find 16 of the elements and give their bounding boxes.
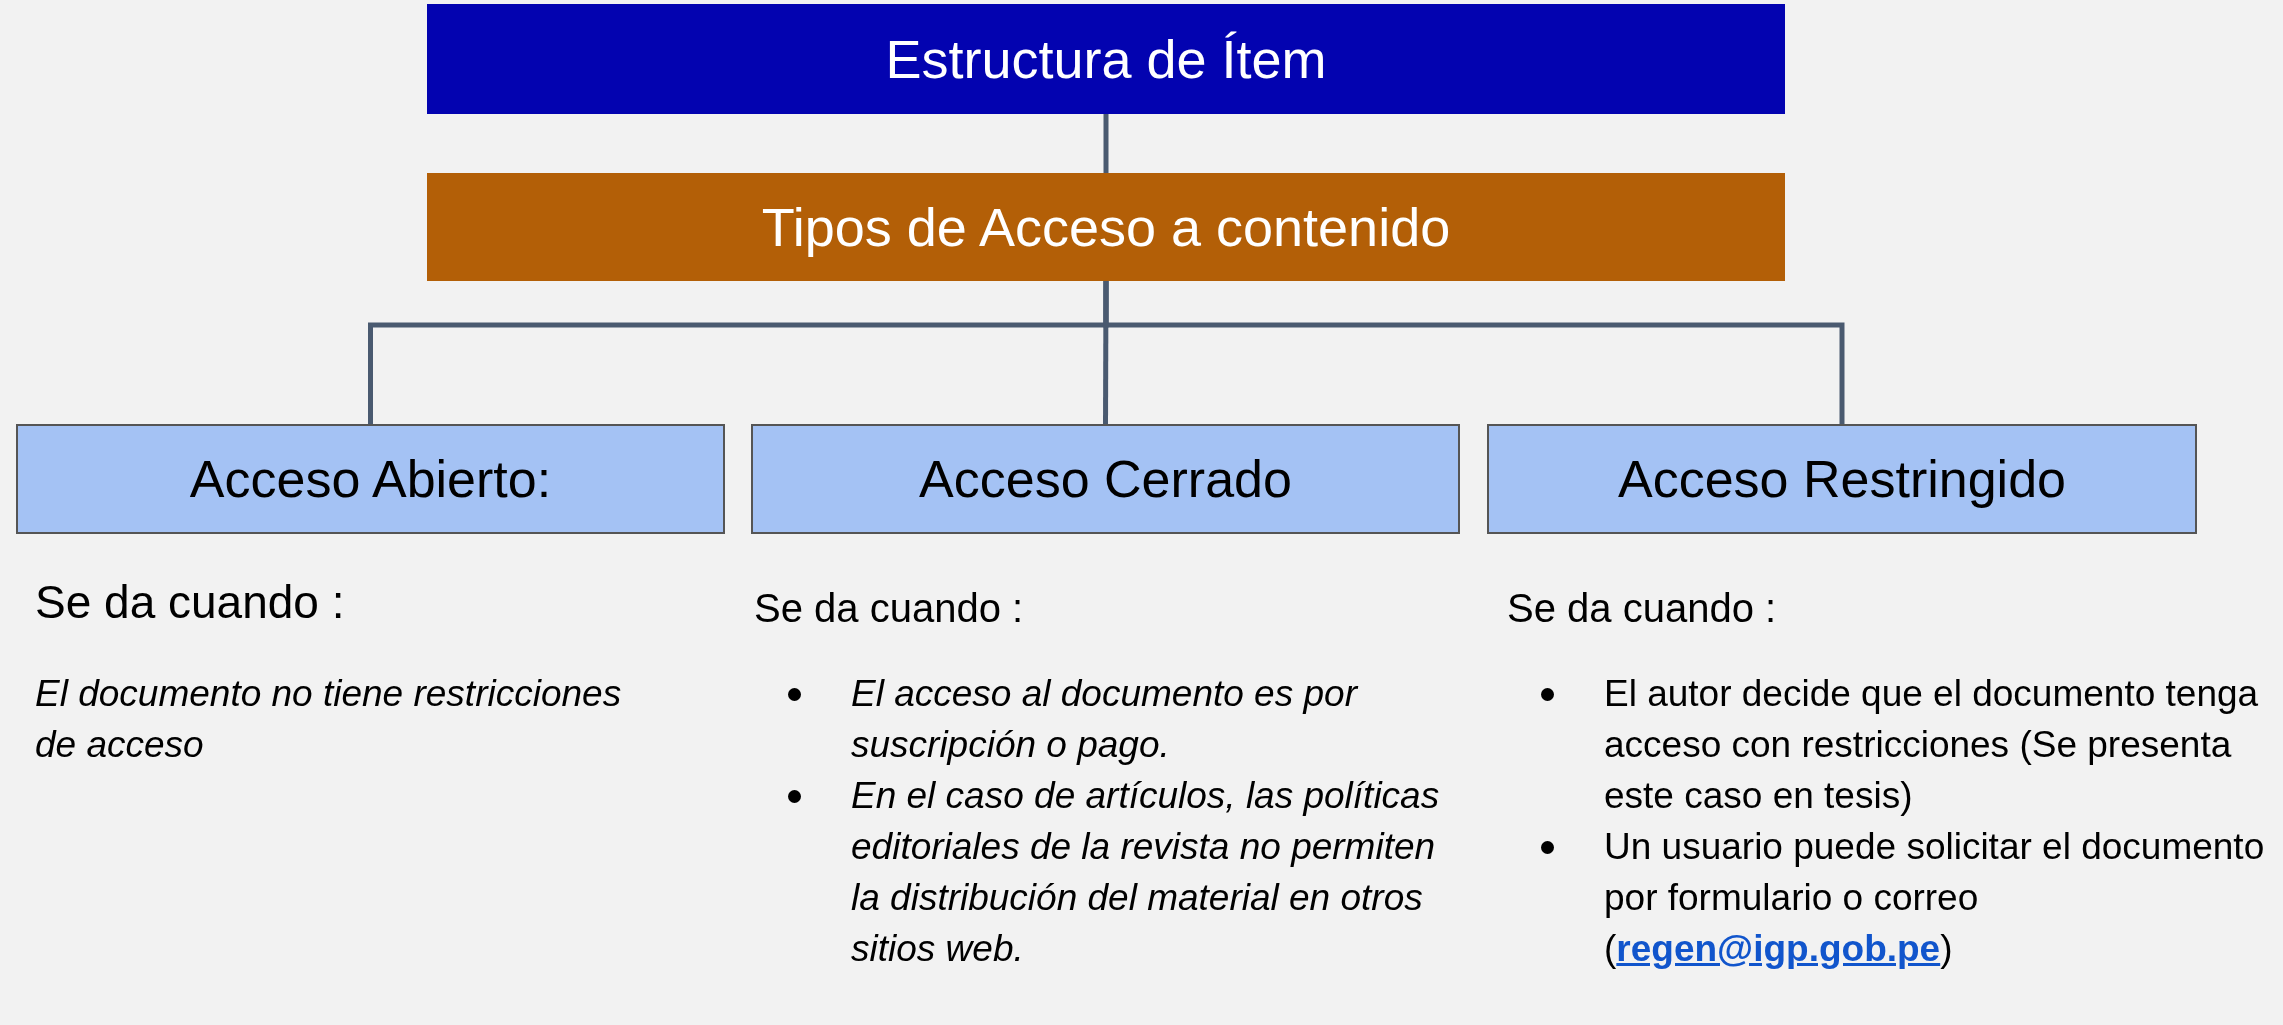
title-box: Tipos de Acceso a contenido	[427, 173, 1785, 281]
title-box: Acceso Restringido	[1487, 424, 2197, 534]
title-box: Acceso Cerrado	[751, 424, 1460, 534]
description-text: Un usuario puede solicitar el documento por formulario o correo (regen@igp.gob.pe)	[1604, 825, 2266, 971]
description-text: El autor decide que el documento tenga acceso con restricciones (Se presenta este caso en tesis)	[1604, 672, 2260, 818]
description-text: El documento no tiene restricciones de acceso	[35, 672, 623, 767]
connector-line	[1103, 281, 1845, 424]
section-heading: Se da cuando :	[1507, 585, 1777, 632]
section-heading: Se da cuando :	[754, 585, 1024, 632]
connector-line	[1103, 114, 1109, 173]
description-text: El acceso al documento es por suscripción o pago.	[851, 672, 1360, 767]
section-heading: Se da cuando :	[35, 575, 345, 630]
title-box: Acceso Abierto:	[16, 424, 725, 534]
description-text: En el caso de artículos, las políticas editoriales de la revista no permiten la distribución del material en otros sitios web.	[851, 774, 1441, 971]
title-box: Estructura de Ítem	[427, 4, 1785, 114]
connector-line	[1103, 281, 1109, 424]
